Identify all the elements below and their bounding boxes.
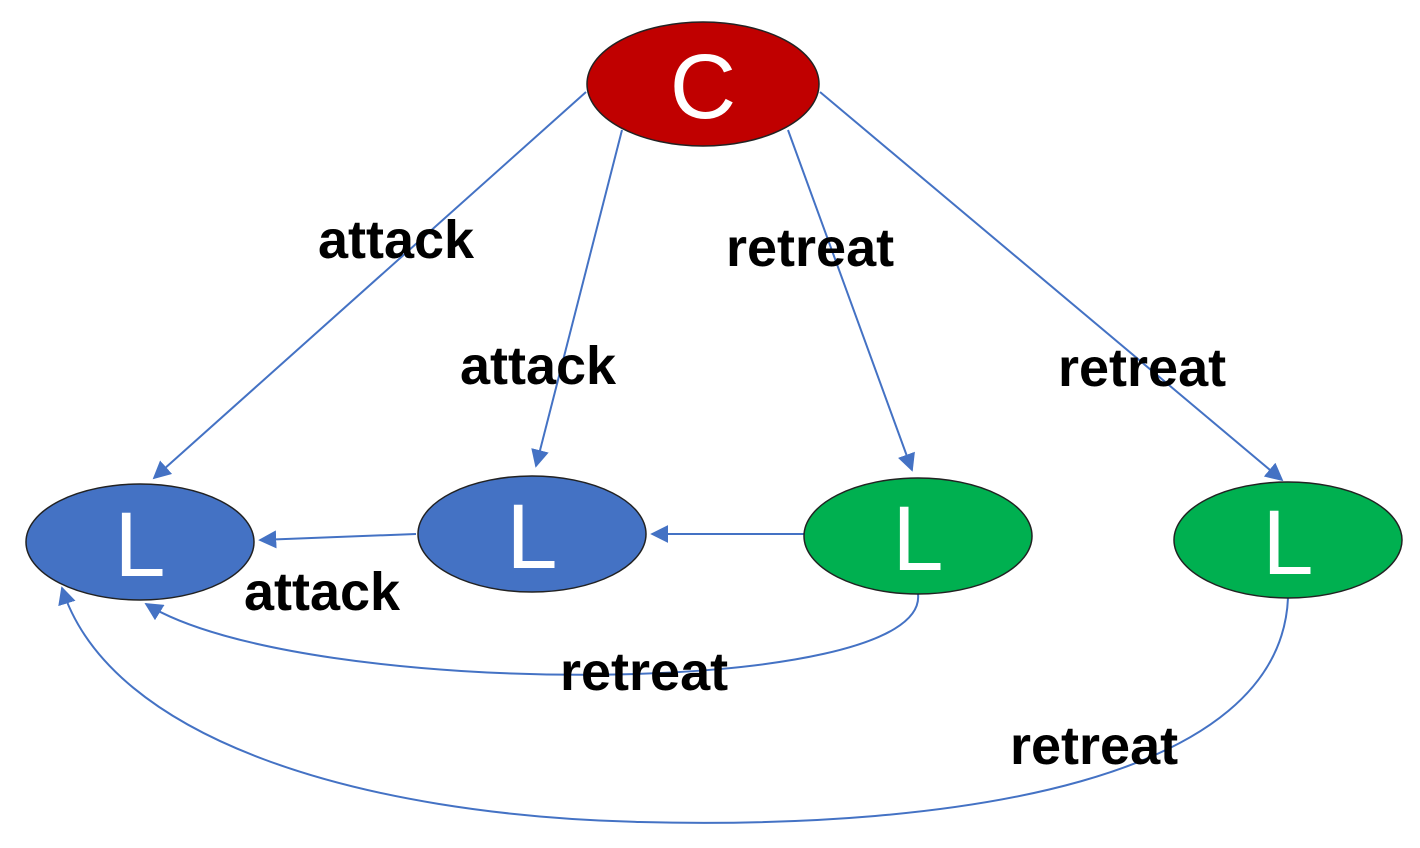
- commander-node: C: [586, 21, 820, 147]
- edge-label-l4-to-l1: retreat: [1010, 716, 1178, 776]
- edge-l3-to-l1: [144, 593, 920, 676]
- edge-label-c-to-l1: attack: [318, 210, 475, 270]
- commander-label: C: [670, 36, 736, 138]
- edge-labels: attack attack retreat retreat attack ret…: [244, 210, 1226, 776]
- lieutenant-2-label: L: [506, 486, 557, 588]
- edge-c-to-l3: [787, 129, 915, 472]
- edge-label-c-to-l2: attack: [460, 336, 617, 396]
- lieutenant-1-ellipse: [25, 483, 255, 601]
- commander-ellipse: [586, 21, 820, 147]
- lieutenant-1-label: L: [114, 494, 165, 596]
- edge-label-c-to-l4: retreat: [1058, 338, 1226, 398]
- edge-l2-to-l1: [258, 530, 417, 549]
- edge-c-to-l2: [531, 129, 623, 468]
- lieutenant-4-ellipse: [1173, 481, 1403, 599]
- lieutenant-3-ellipse: [803, 477, 1033, 595]
- lieutenant-2-ellipse: [417, 475, 647, 593]
- edge-c-to-l4: [819, 91, 1284, 482]
- edge-label-l2-to-l1: attack: [244, 562, 401, 622]
- edge-label-c-to-l3: retreat: [726, 218, 894, 278]
- edges: [58, 91, 1289, 824]
- lieutenant-node-3: L: [803, 477, 1033, 595]
- lieutenant-3-label: L: [892, 488, 943, 590]
- lieutenant-node-1: L: [25, 483, 255, 601]
- lieutenant-node-2: L: [417, 475, 647, 593]
- edge-c-to-l1: [152, 91, 587, 480]
- lieutenant-node-4: L: [1173, 481, 1403, 599]
- edge-label-l3-to-l1: retreat: [560, 642, 728, 702]
- lieutenant-4-label: L: [1262, 492, 1313, 594]
- edge-l4-to-l1: [58, 586, 1289, 824]
